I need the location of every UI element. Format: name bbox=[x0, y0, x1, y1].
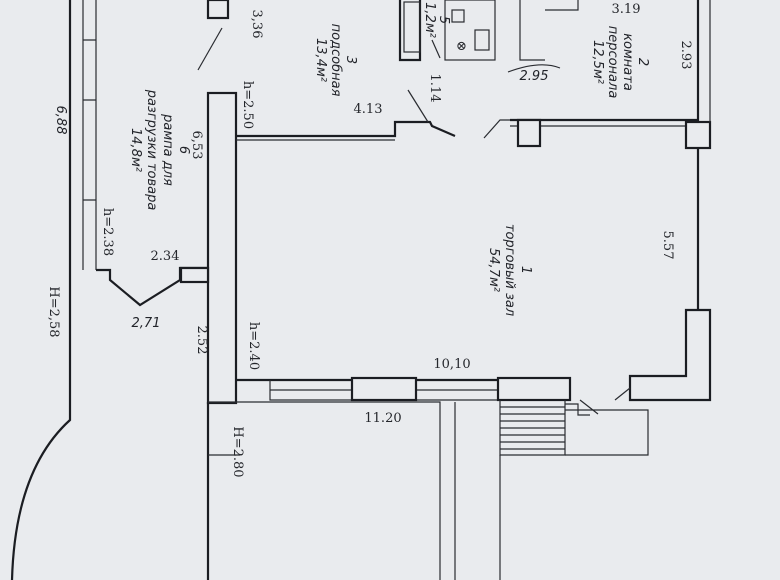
room-5-area: 1,2м² bbox=[422, 2, 437, 38]
room-3-number: 3 bbox=[343, 56, 358, 64]
column-right-top bbox=[684, 120, 712, 150]
room-sales-hall: 1 торговый зал 54,7м² bbox=[486, 224, 533, 316]
outer-curved-wall bbox=[10, 0, 72, 580]
height-h-2-50: h=2.50 bbox=[240, 81, 255, 129]
wall-stub bbox=[179, 266, 210, 284]
toilet-symbol: ⊗ bbox=[456, 39, 467, 54]
staff-room-wall bbox=[519, 0, 579, 61]
height-H-2-58: H=2,58 bbox=[46, 286, 61, 337]
door-toilet bbox=[431, 39, 441, 59]
height-H-2-80: H=2.80 bbox=[230, 426, 245, 477]
room-staff: 2 комната персонала 12,5м² bbox=[590, 26, 650, 99]
dim-4-13: 4.13 bbox=[354, 102, 383, 117]
room-3-name: подсобная bbox=[328, 24, 343, 97]
room-utility: 3 подсобная 13,4м² bbox=[313, 24, 358, 97]
dim-6-53: 6,53 bbox=[189, 131, 204, 160]
dim-2-93: 2.93 bbox=[678, 41, 693, 70]
door-utility bbox=[407, 89, 429, 123]
room-6-number: 6 bbox=[176, 146, 191, 154]
room-toilet: 5 1,2м² bbox=[422, 2, 451, 38]
room-1-number: 1 bbox=[518, 266, 533, 274]
room-2-area: 12,5м² bbox=[590, 40, 605, 84]
dim-2-95: 2.95 bbox=[520, 69, 549, 84]
window-marks-left bbox=[83, 39, 96, 201]
dim-2-52: 2.52 bbox=[194, 326, 209, 355]
dim-5-57: 5.57 bbox=[660, 231, 675, 260]
dim-6-88: 6,88 bbox=[53, 106, 68, 135]
door-bottom-entry bbox=[579, 387, 631, 415]
dim-10-10: 10,10 bbox=[433, 357, 470, 372]
kitchen-block bbox=[444, 0, 496, 61]
hall-bottom-window bbox=[269, 380, 498, 401]
dim-2-71: 2,71 bbox=[132, 316, 161, 331]
room-1-area: 54,7м² bbox=[486, 248, 501, 292]
lower-room-outline bbox=[208, 401, 441, 580]
dim-2-34: 2.34 bbox=[151, 249, 180, 264]
room-1-name: торговый зал bbox=[502, 224, 517, 316]
dim-3-19: 3.19 bbox=[612, 2, 641, 17]
toilet-fixtures bbox=[403, 1, 421, 53]
room-6-name-1: рампа для bbox=[160, 113, 175, 186]
hall-top-wall-left bbox=[236, 120, 456, 138]
column-top bbox=[206, 0, 230, 20]
height-h-2-38: h=2.38 bbox=[100, 208, 115, 256]
room-2-name-2: персонала bbox=[605, 26, 620, 99]
room-2-name-1: комната bbox=[620, 33, 635, 91]
door-staff bbox=[507, 64, 561, 73]
column-bottom-mid bbox=[350, 376, 418, 402]
stair-landing bbox=[565, 409, 649, 456]
room-5-number: 5 bbox=[436, 16, 451, 24]
column-hall-top bbox=[516, 118, 542, 148]
dim-3-36: 3,36 bbox=[249, 10, 264, 39]
room-6-name-2: разгрузки товара bbox=[144, 89, 159, 211]
room-ramp: 6 рампа для разгрузки товара 14,8м² bbox=[128, 89, 191, 211]
dim-1-14: 1.14 bbox=[427, 74, 442, 103]
height-h-2-40: h=2.40 bbox=[246, 322, 261, 370]
fixture-2 bbox=[474, 29, 490, 51]
room-3-area: 13,4м² bbox=[313, 38, 328, 82]
sink-fixture bbox=[451, 9, 465, 23]
room-6-area: 14,8м² bbox=[128, 128, 143, 172]
partition-wall-ramp bbox=[206, 91, 238, 405]
room-2-number: 2 bbox=[635, 58, 650, 66]
stairs bbox=[499, 400, 590, 456]
door-hall-top bbox=[483, 119, 510, 139]
door-swing-top bbox=[197, 27, 223, 71]
corner-wall-bottom-right bbox=[628, 308, 712, 402]
column-bottom-right bbox=[496, 376, 572, 402]
dim-11-20: 11.20 bbox=[364, 411, 401, 426]
